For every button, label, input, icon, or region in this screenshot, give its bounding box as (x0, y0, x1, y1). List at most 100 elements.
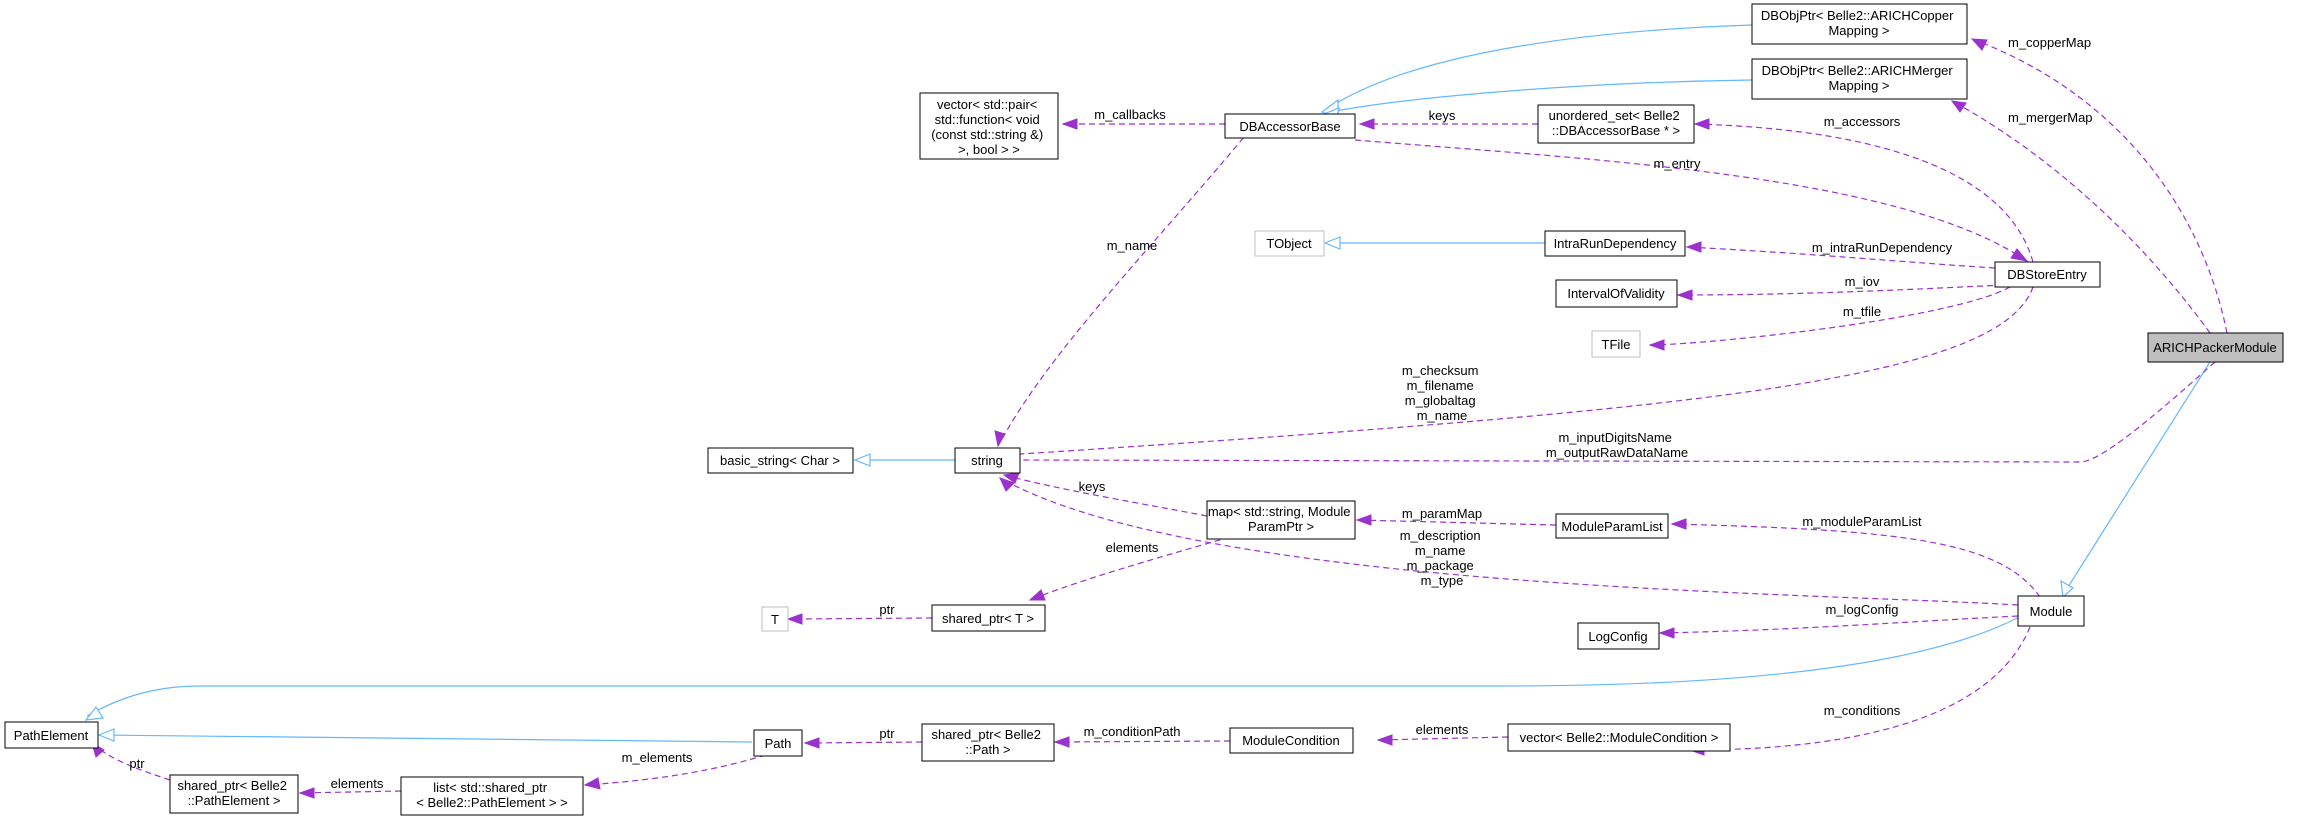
arrowhead-modulecondition-elements (1376, 734, 1393, 746)
svg-text:DBObjPtr< Belle2::ARICHMerger: DBObjPtr< Belle2::ARICHMerger Mapping > (1762, 63, 1957, 93)
arrowhead-entry (2010, 248, 2029, 262)
node-dbobjptr-merger[interactable]: DBObjPtr< Belle2::ARICHMerger Mapping > (1751, 58, 1968, 100)
node-pathelement[interactable]: PathElement (4, 721, 99, 749)
arrowhead-tfile (1648, 339, 1665, 351)
edge-label-mergermap: m_mergerMap (2008, 110, 2093, 125)
arrowhead-conditionpath (1053, 736, 1070, 748)
svg-text:Module: Module (2030, 604, 2073, 619)
edge-sharedptr-t (787, 617, 933, 620)
arrowheads (84, 38, 2075, 799)
svg-text:ModuleCondition: ModuleCondition (1242, 733, 1340, 748)
arrowhead-intrarun (1685, 241, 1702, 253)
node-basic-string[interactable]: basic_string< Char > (707, 447, 854, 474)
edge-merger-to-dbaccessorbase (1329, 79, 1753, 113)
edge-label-parammap: m_paramMap (1402, 506, 1482, 521)
node-unordered-set[interactable]: unordered_set< Belle2 ::DBAccessorBase *… (1537, 104, 1695, 144)
node-dbaccessorbase[interactable]: DBAccessorBase (1224, 113, 1356, 139)
edge-map-string (1003, 474, 1208, 517)
node-tobject[interactable]: TObject (1254, 230, 1325, 257)
edge-module-string (999, 477, 2019, 606)
edge-label-ptr-pathelement: ptr (129, 756, 145, 771)
arrowhead-list-elements (298, 787, 315, 799)
node-intrarundependency[interactable]: IntraRunDependency (1544, 230, 1686, 257)
edge-labels: m_copperMap m_mergerMap m_callbacks keys… (129, 35, 2092, 791)
arrowhead-callbacks (1061, 118, 1078, 130)
svg-text:LogConfig: LogConfig (1588, 629, 1647, 644)
edge-dbstore-iov (1677, 284, 2004, 296)
edge-packer-mergermap (1951, 100, 2211, 334)
node-dbstoreentry[interactable]: DBStoreEntry (1994, 261, 2101, 288)
node-modulecondition[interactable]: ModuleCondition (1229, 727, 1354, 754)
edge-string-name-accessor (997, 129, 1251, 447)
node-shared-ptr-pathelement[interactable]: shared_ptr< Belle2 ::PathElement > (169, 774, 299, 814)
svg-text:DBStoreEntry: DBStoreEntry (2007, 267, 2087, 282)
svg-text:vector< std::pair< std: vector< std::pair< std::function< void (… (931, 97, 1047, 157)
edge-dbaccessor-entry (1354, 139, 2028, 262)
edge-label-coppermap: m_copperMap (2008, 35, 2091, 50)
svg-text:map< std::string, Module: map< std::string, Module ParamPtr > (1208, 504, 1354, 534)
edge-path-list (584, 751, 776, 786)
svg-text:string: string (971, 453, 1003, 468)
nodes: ARICHPackerModule DBObjPtr< Belle2::ARIC… (4, 3, 2284, 816)
node-vector-pair[interactable]: vector< std::pair< std::function< void (… (919, 92, 1059, 160)
edge-label-elements-list: elements (331, 776, 384, 791)
edge-dbstore-intrarun (1686, 246, 1996, 269)
edge-dbstore-tfile (1649, 286, 2011, 346)
arrowhead-string-keys (1002, 472, 1020, 484)
edge-label-m-elements: m_elements (622, 750, 693, 765)
arrowhead-iov (1676, 289, 1693, 301)
node-path[interactable]: Path (753, 729, 803, 757)
edge-label-intrarun: m_intraRunDependency (1812, 240, 1953, 255)
edge-label-callbacks: m_callbacks (1094, 107, 1166, 122)
edge-label-keys-map: keys (1079, 479, 1106, 494)
svg-text:ModuleParamList: ModuleParamList (1561, 519, 1663, 534)
node-shared-ptr-t[interactable]: shared_ptr< T > (931, 604, 1046, 632)
edge-dbstore-string (1004, 286, 2034, 456)
edge-label-keys-accessor: keys (1429, 108, 1456, 123)
node-logconfig[interactable]: LogConfig (1577, 622, 1660, 650)
edge-module-conditions (1689, 626, 2031, 751)
node-vector-modulecondition[interactable]: vector< Belle2::ModuleCondition > (1507, 723, 1731, 752)
edge-label-description-group: m_description m_name m_package m_type (1400, 528, 1485, 588)
edge-label-ptr-t: ptr (879, 602, 895, 617)
edge-label-conditionpath: m_conditionPath (1084, 724, 1181, 739)
arrowhead-string-description (999, 477, 1015, 492)
node-module[interactable]: Module (2017, 595, 2085, 627)
edge-copper-to-dbaccessorbase (1329, 24, 1753, 108)
edge-label-ptr-path: ptr (879, 726, 895, 741)
arrowhead-t (786, 613, 803, 625)
arrowhead-coppermap (1970, 38, 1988, 51)
node-arich-packer-module[interactable]: ARICHPackerModule (2147, 332, 2284, 363)
edge-paramlist-map (1356, 519, 1557, 526)
node-intervalofvalidity[interactable]: IntervalOfValidity (1555, 279, 1678, 308)
svg-text:TObject: TObject (1266, 236, 1312, 251)
arrowhead-accessors (1693, 118, 1710, 130)
arrowhead-inherit-tobject (1323, 236, 1341, 250)
svg-text:PathElement: PathElement (14, 728, 89, 743)
node-map[interactable]: map< std::string, Module ParamPtr > (1206, 500, 1356, 540)
arrowhead-inherit-pathelement-2 (97, 728, 115, 742)
edge-packer-coppermap (1971, 38, 2228, 334)
svg-text:IntraRunDependency: IntraRunDependency (1554, 236, 1677, 251)
node-string[interactable]: string (954, 447, 1021, 474)
arrowhead-mergermap (1950, 100, 1967, 113)
edge-vector-modulecondition (1377, 736, 1509, 741)
node-list-shared-ptr[interactable]: list< std::shared_ptr < Belle2::PathElem… (400, 776, 584, 816)
node-tfile[interactable]: TFile (1591, 330, 1641, 358)
node-moduleparamlist[interactable]: ModuleParamList (1555, 513, 1669, 539)
arrowhead-moduleparamlist (1670, 518, 1687, 530)
arrowhead-m-elements (583, 777, 601, 790)
node-t[interactable]: T (761, 606, 789, 632)
node-shared-ptr-path[interactable]: shared_ptr< Belle2 ::Path > (921, 723, 1055, 762)
node-dbobjptr-copper[interactable]: DBObjPtr< Belle2::ARICHCopper Mapping > (1751, 3, 1968, 45)
arrowhead-path-ptr (803, 737, 820, 749)
svg-text:ARICHPackerModule: ARICHPackerModule (2153, 340, 2277, 355)
edge-sharedptr-path (804, 741, 923, 744)
svg-text:T: T (771, 612, 779, 627)
edge-list-sharedptr-pathelement (299, 790, 402, 794)
arrowhead-sharedptr-elements (1028, 589, 1046, 601)
edge-label-tfile: m_tfile (1843, 304, 1881, 319)
svg-text:shared_ptr< Belle2 ::P: shared_ptr< Belle2 ::PathElement > (177, 778, 290, 808)
edge-dbstore-accessors (1694, 123, 2034, 263)
arrowhead-inherit-basicstring (853, 453, 871, 467)
